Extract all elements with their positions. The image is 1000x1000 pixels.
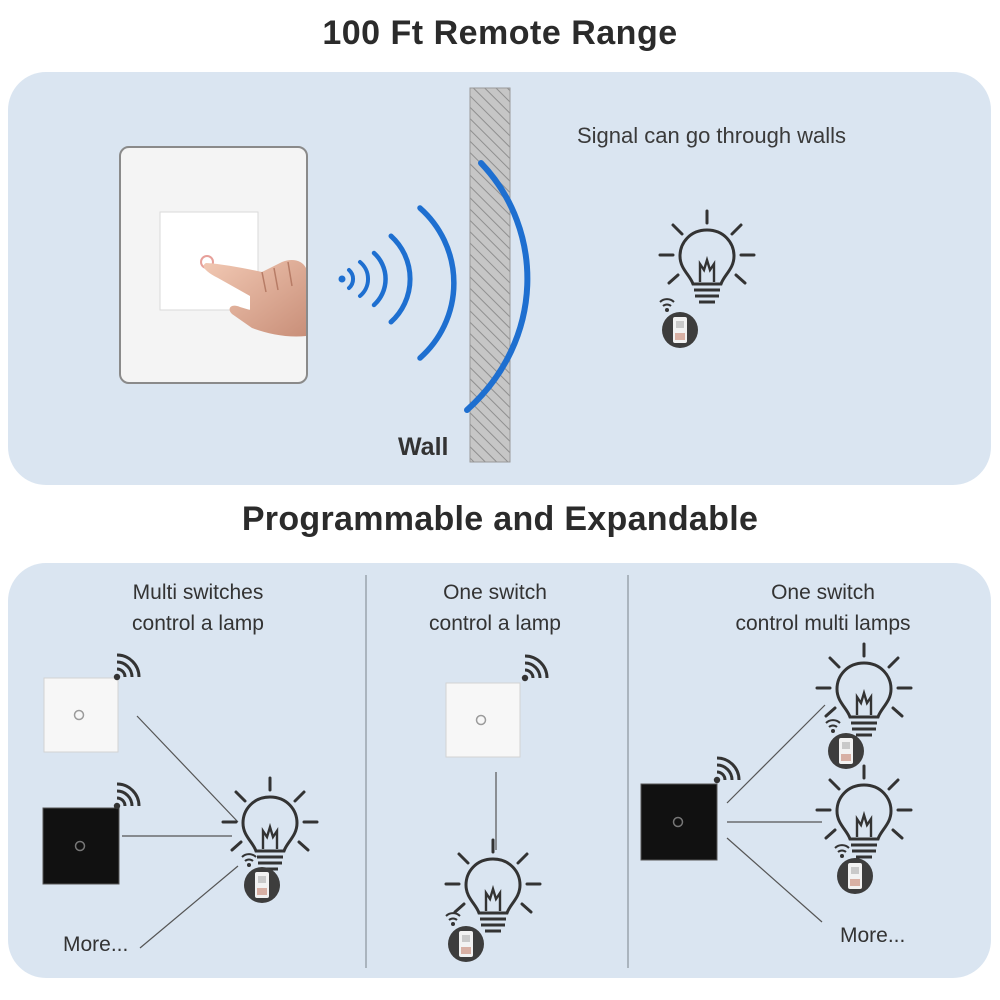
signal-waves-icon [338, 205, 457, 361]
more-label: More... [63, 933, 129, 956]
lightbulb-icon [815, 764, 913, 859]
relay-module-icon [445, 912, 485, 963]
caption-line: One switch [443, 581, 547, 604]
lightbulb-icon [815, 642, 913, 737]
lightbulb-icon [444, 838, 542, 933]
page-title: 100 Ft Remote Range [322, 14, 678, 52]
caption-line: control a lamp [429, 612, 561, 635]
relay-module-icon [825, 719, 865, 770]
wifi-icon [520, 654, 549, 683]
hand-icon [203, 260, 306, 337]
wall-icon [469, 87, 511, 463]
connection-lines [726, 704, 826, 923]
lightbulb-icon [658, 209, 756, 304]
wifi-icon [712, 756, 741, 785]
caption-line: One switch [771, 581, 875, 604]
relay-module-icon [659, 298, 699, 349]
caption-line: control a lamp [132, 612, 264, 635]
white-touch-switch [43, 677, 119, 753]
black-touch-switch [42, 807, 120, 885]
white-touch-switch [445, 682, 521, 758]
wifi-icon [112, 653, 141, 682]
lightbulb-icon [221, 776, 319, 871]
column-caption-multi-lamps: One switch control multi lamps [700, 577, 946, 639]
more-label: More... [840, 924, 906, 947]
connection-lines [122, 715, 239, 949]
wall-label: Wall [398, 433, 449, 461]
section-title: Programmable and Expandable [241, 500, 759, 538]
signal-wave-through-wall [464, 160, 531, 413]
caption-line: Multi switches [132, 581, 264, 604]
relay-module-icon [241, 853, 281, 904]
column-caption-multi-switches: Multi switches control a lamp [80, 577, 316, 639]
wifi-icon [112, 782, 141, 811]
column-caption-one-switch: One switch control a lamp [395, 577, 595, 639]
caption-line: control multi lamps [735, 612, 911, 635]
black-touch-switch [640, 783, 718, 861]
signal-description: Signal can go through walls [577, 123, 847, 148]
